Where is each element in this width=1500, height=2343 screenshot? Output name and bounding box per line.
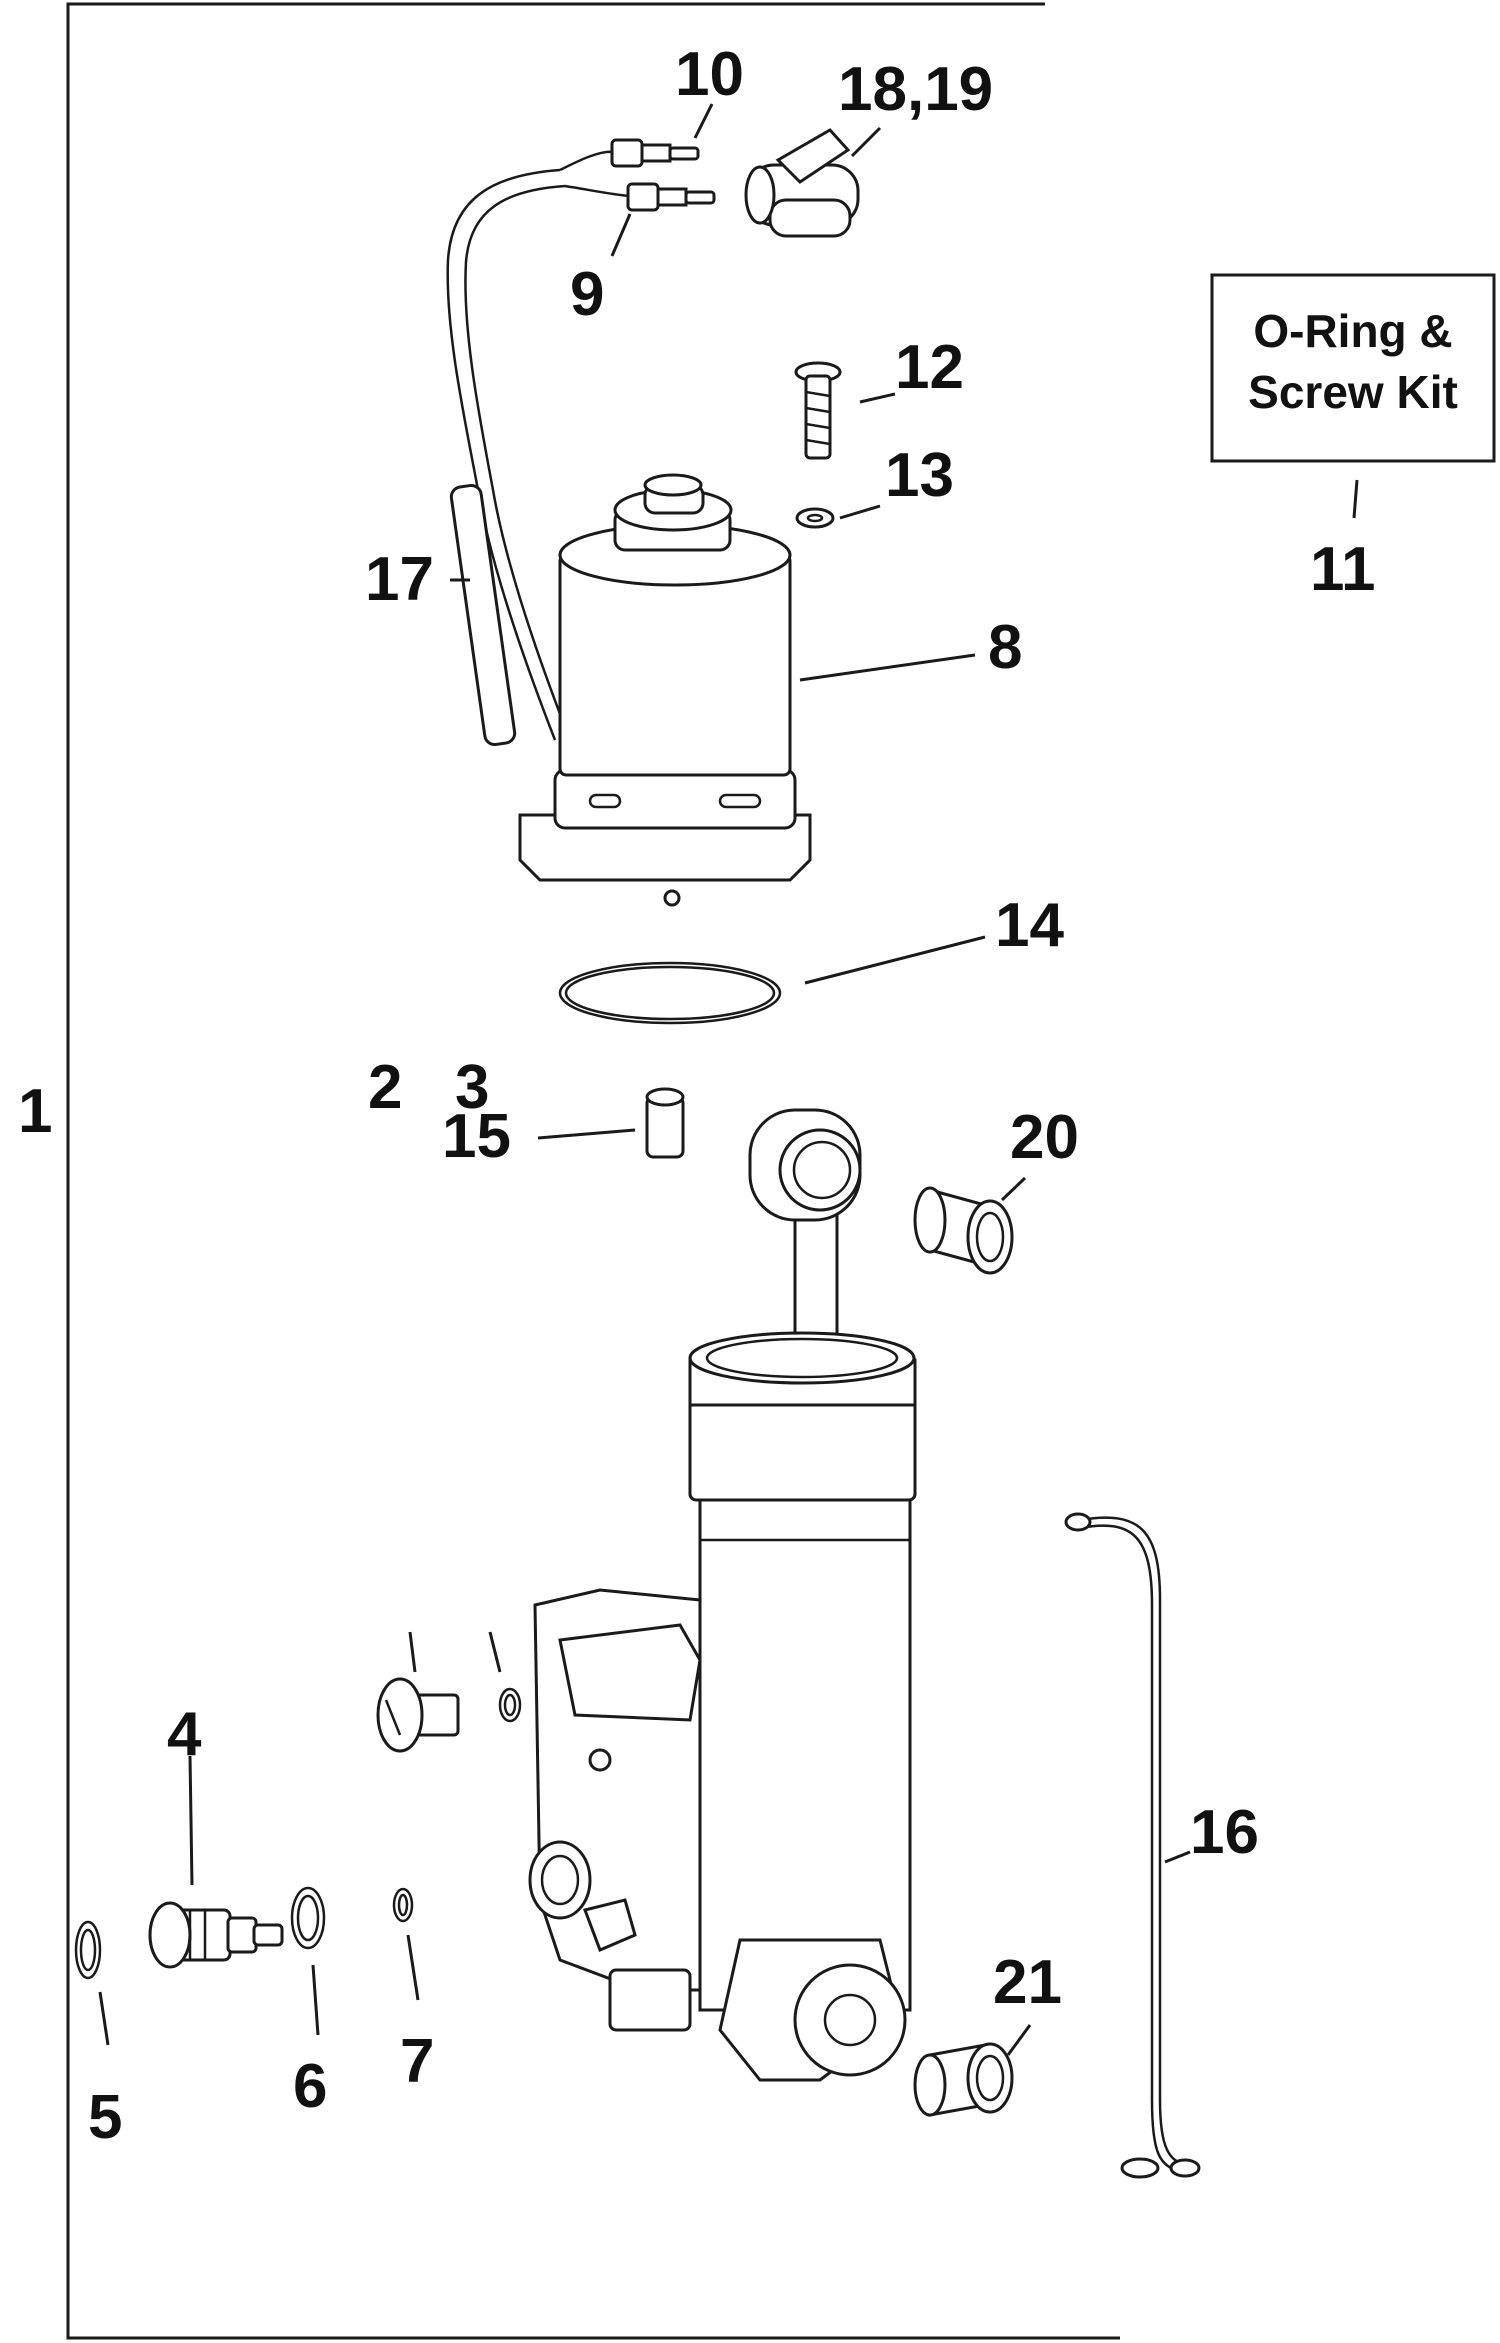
callout-8: 8 <box>988 613 1022 682</box>
assembly-frame <box>66 2 1120 2340</box>
callout-21: 21 <box>993 1948 1062 2017</box>
part-13-washer <box>795 507 835 529</box>
callout-labels: 1 2 3 4 5 6 7 8 9 10 11 12 13 14 15 16 1… <box>18 40 1376 2152</box>
part-14-o-ring <box>558 961 782 1025</box>
callout-16: 16 <box>1190 1798 1259 1867</box>
callout-13: 13 <box>885 441 954 510</box>
leader-lines <box>98 103 1359 2056</box>
callout-17: 17 <box>365 545 434 614</box>
o-ring-screw-kit-box: O-Ring & Screw Kit <box>1210 273 1496 463</box>
part-8-trim-motor <box>518 473 812 907</box>
callout-9: 9 <box>570 260 604 329</box>
callout-18-19: 18,19 <box>838 55 993 124</box>
callout-11: 11 <box>1310 535 1376 604</box>
callout-10: 10 <box>675 40 744 109</box>
part-6-o-ring <box>290 1886 326 1950</box>
callout-6: 6 <box>293 2052 327 2121</box>
trim-cylinder-housing <box>528 1108 917 2082</box>
part-4-release-valve <box>148 1901 284 1969</box>
part-20-bushing <box>913 1186 1014 1275</box>
callout-14: 14 <box>995 891 1064 960</box>
part-9-terminal <box>626 182 716 212</box>
callout-7: 7 <box>400 2027 434 2096</box>
callout-4: 4 <box>167 1700 202 1769</box>
part-7-o-ring <box>392 1887 414 1923</box>
part-2-fill-plug <box>376 1677 460 1753</box>
callout-15: 15 <box>442 1102 511 1171</box>
part-15-valve <box>645 1087 685 1159</box>
callout-12: 12 <box>895 333 964 402</box>
kit-box-line2: Screw Kit <box>1248 366 1458 418</box>
part-18-19-connector-boot <box>744 128 860 238</box>
part-16-ground-strap <box>1064 1512 1201 2179</box>
callout-5: 5 <box>88 2083 122 2152</box>
callout-2: 2 <box>368 1053 402 1122</box>
part-10-terminal <box>610 138 700 168</box>
part-21-bushing <box>913 2042 1014 2117</box>
callout-3: 3 <box>455 1053 489 1122</box>
callout-1: 1 <box>18 1077 52 1146</box>
part-3-o-ring <box>498 1687 522 1723</box>
part-12-screw <box>794 361 842 460</box>
part-5-retaining-ring <box>74 1920 102 1980</box>
kit-box-line1: O-Ring & <box>1253 305 1452 357</box>
part-17-wire-harness <box>446 150 631 747</box>
callout-20: 20 <box>1010 1103 1079 1172</box>
